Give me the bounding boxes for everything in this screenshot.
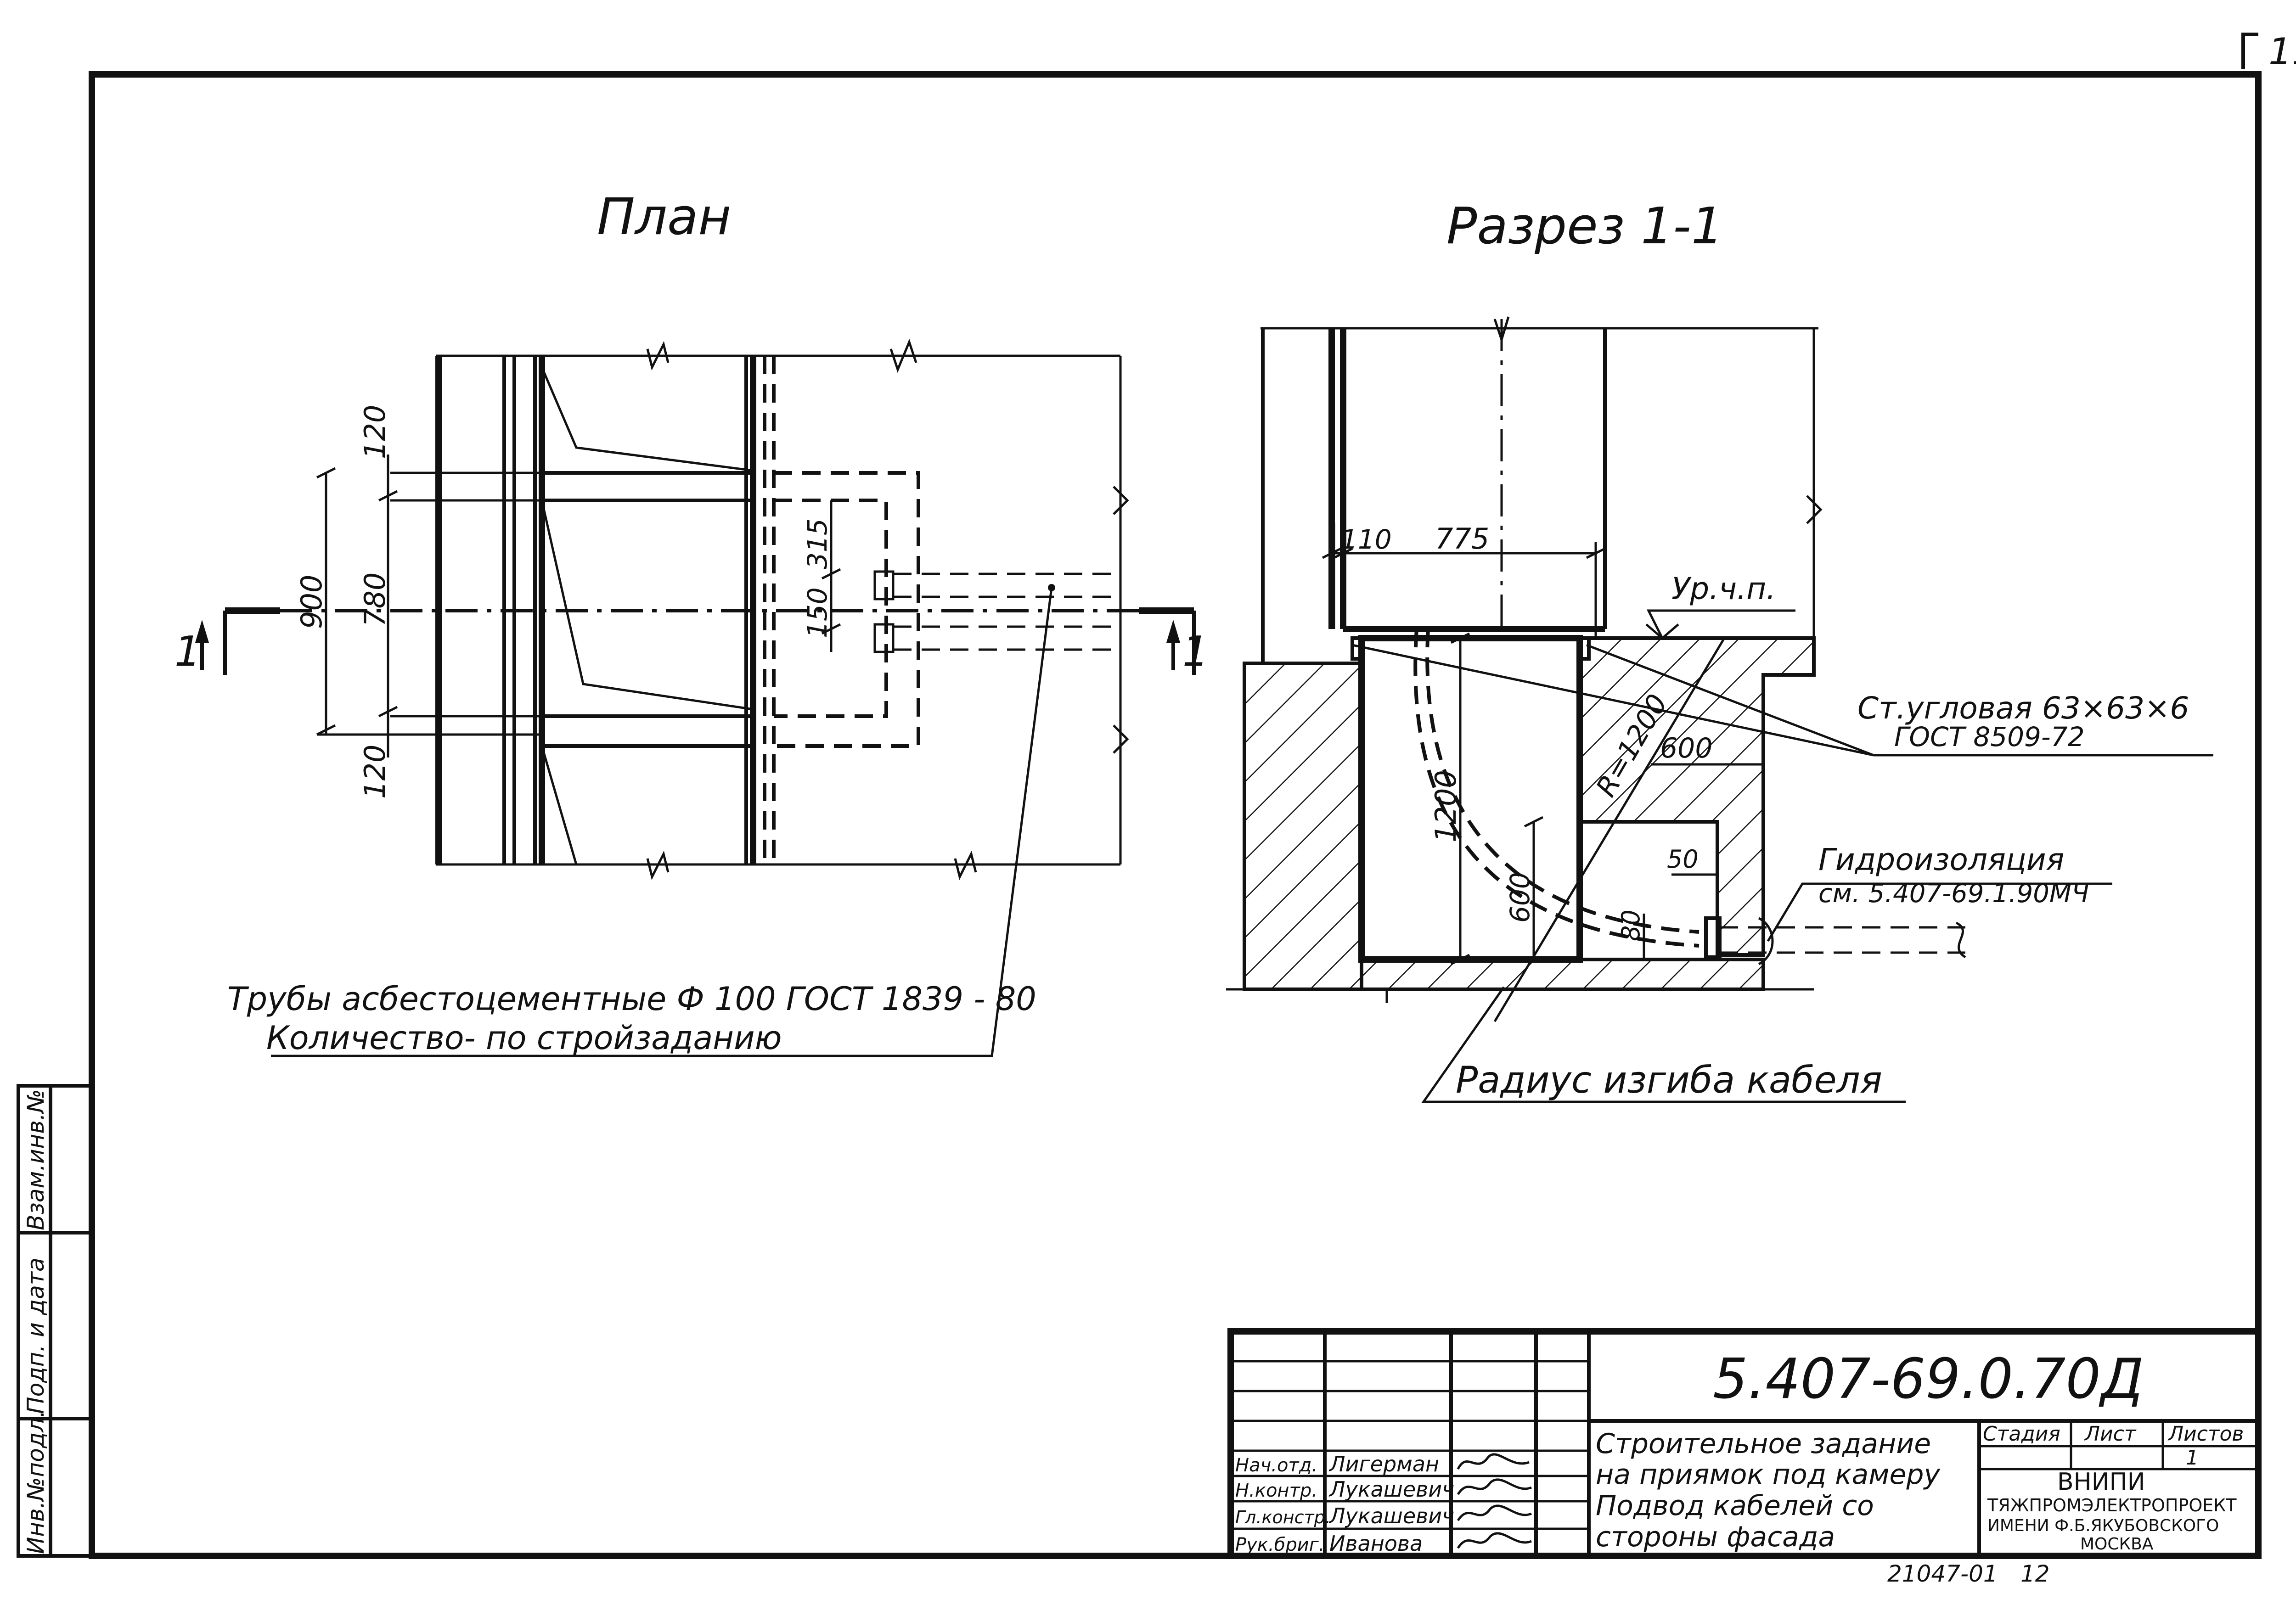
bend-note: Радиус изгиба кабеля [1456,1059,1882,1101]
angle-note-line1: Ст.угловая 63×63×6 [1857,690,2189,726]
plan-pipe-note-line1: Трубы асбестоцементные Ф 100 ГОСТ 1839 -… [227,980,1036,1018]
tb-role-2: Гл.констр. [1235,1507,1331,1527]
section-dim-bottom: 80 [1616,909,1645,941]
side-stamp-sign: Подп. и дата [23,1257,49,1414]
side-stamp-inv: Инв.№подл. [23,1410,49,1554]
section-dim-lower: 600 [1504,872,1536,923]
plan-dim-bottom: 120 [358,745,392,799]
signature-3 [1457,1532,1532,1549]
plan-view: План [174,187,1209,1057]
side-stamp: Инв.№подл. Подп. и дата Взам.инв.№ [17,1084,94,1558]
sheet-number: 11 [2268,30,2296,73]
section-view: Разрез 1-1 [1226,196,2213,1103]
title-block: Нач.отд. Лигерман Н.контр. Лукашевич Гл.… [1227,1328,2262,1587]
section-dim-gap: 50 [1667,845,1699,874]
plan-dim-middle: 780 [358,572,392,627]
tb-desc-2: Подвод кабелей со [1596,1490,1874,1522]
tb-value-sheet: 1 [2186,1446,2199,1470]
tb-role-3: Рук.бриг. [1235,1534,1324,1555]
tb-desc-3: стороны фасада [1596,1521,1835,1553]
plan-dim-pipe-offset: 315 [802,518,833,569]
waterproof-note-line2: см. 5.407-69.1.90МЧ [1818,879,2089,909]
section-dim-shelf: 600 [1660,732,1713,764]
section-dim-width: 775 [1435,522,1489,556]
section-dim-left: 110 [1341,524,1392,555]
section-title: Разрез 1-1 [1446,196,1723,255]
concrete-left [1243,662,1363,991]
concrete-bottom [1360,958,1765,991]
plan-section-mark-right: 1 [1182,628,1209,676]
sheet-frame: 11 [89,30,2296,1559]
tb-name-2: Лукашевич [1328,1504,1454,1528]
archive-code: 21047-01 [1887,1560,1998,1587]
plan-section-mark-left: 1 [174,628,201,676]
side-stamp-repl: Взам.инв.№ [23,1089,49,1230]
waterproof-note-line1: Гидроизоляция [1818,842,2064,877]
tb-desc-1: на приямок под камеру [1596,1459,1941,1491]
tb-role-0: Нач.отд. [1235,1455,1317,1476]
tb-code: 5.407-69.0.70Д [1713,1347,2144,1411]
angle-note-line2: ГОСТ 8509-72 [1894,721,2085,752]
tb-org-0: ВНИПИ [2057,1468,2145,1496]
tb-header-stage: Стадия [1983,1422,2060,1446]
tb-org-3: МОСКВА [2080,1535,2154,1554]
tb-name-1: Лукашевич [1328,1477,1454,1502]
tb-header-sheets: Листов [2167,1422,2244,1446]
section-dim-depth: 1200 [1429,770,1463,842]
signature-2 [1457,1504,1532,1521]
plan-dim-top: 120 [358,405,392,459]
plan-dim-pipe-spacing: 150 [802,587,833,638]
tb-header-sheet: Лист [2084,1422,2137,1446]
plan-dim-total: 900 [295,575,328,629]
plan-title: План [597,187,731,246]
signature-0 [1457,1453,1530,1470]
plan-pipe-note-line2: Количество- по стройзаданию [266,1019,782,1057]
tb-name-3: Иванова [1329,1531,1423,1556]
tb-org-1: ТЯЖПРОМЭЛЕКТРОПРОЕКТ [1987,1495,2237,1515]
tb-role-1: Н.контр. [1235,1480,1317,1501]
archive-page: 12 [2020,1560,2050,1587]
signature-1 [1457,1478,1532,1495]
tb-org-2: ИМЕНИ Ф.Б.ЯКУБОВСКОГО [1987,1516,2219,1535]
tb-desc-0: Строительное задание [1596,1428,1931,1460]
tb-name-0: Лигерман [1328,1452,1439,1476]
floor-mark: Ур.ч.п. [1671,571,1776,606]
